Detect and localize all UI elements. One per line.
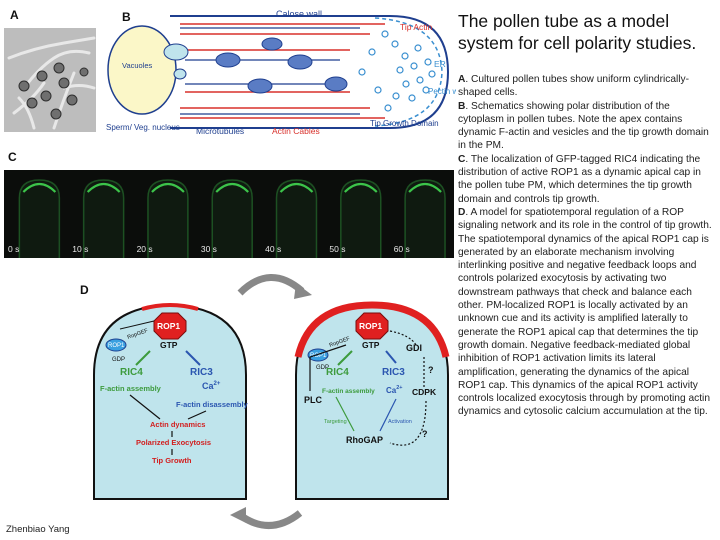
figure-description: A. Cultured pollen tubes show uniform cy… — [458, 73, 716, 419]
right-ric4-label: RIC4 — [326, 367, 349, 378]
veg-nucleus — [164, 44, 188, 60]
desc-paragraph-c: C. The localization of GFP-tagged RIC4 i… — [458, 153, 716, 206]
cycle-arrow-top — [240, 277, 302, 293]
right-rop1-label: ROP1 — [359, 321, 382, 331]
left-ric4-label: RIC4 — [120, 367, 143, 378]
right-rhogap-label: RhoGAP — [346, 435, 383, 445]
right-ric3-label: RIC3 — [382, 367, 405, 378]
panel-d-model: ROP1 GTP ROP1 GDP RopGEF RIC4 RIC3 F-act… — [90, 265, 458, 540]
left-gdp-label: GDP — [112, 357, 125, 363]
desc-paragraph-d: D. A model for spatiotemporal regulation… — [458, 206, 716, 419]
frame-timestamp: 0 s — [8, 244, 19, 254]
tip-growth-domain-label: Tip Growth Domain — [370, 119, 439, 128]
right-plc-label: PLC — [304, 395, 323, 405]
cycle-arrow-bottom — [240, 513, 300, 526]
right-gtp-label: GTP — [362, 340, 380, 350]
frame-1: 10 s — [72, 180, 123, 258]
frame-tube — [19, 180, 59, 258]
panel-letter-a: A — [10, 8, 19, 22]
frame-5: 50 s — [329, 180, 380, 258]
right-cdpk-label: CDPK — [412, 387, 437, 397]
frame-3: 30 s — [201, 180, 252, 258]
tip-actin-label: Tip Actin — [400, 22, 433, 32]
desc-paragraph-b: B. Schematics showing polar distribution… — [458, 100, 716, 153]
er-label: ER — [434, 59, 446, 69]
vacuole — [108, 26, 176, 114]
right-question-1: ? — [428, 365, 434, 375]
microtubules-label: Microtubules — [196, 126, 244, 136]
panel-c-frames: 0 s 10 s 20 s 30 s 40 s 50 s 60 s — [4, 170, 454, 258]
left-factin-disassembly-label: F-actin disassembly — [176, 400, 249, 409]
left-actin-dynamics-label: Actin dynamics — [150, 420, 205, 429]
frame-tube — [405, 180, 445, 258]
frame-timestamp: 20 s — [137, 244, 153, 254]
calose-wall-label: Calose wall — [276, 9, 322, 19]
desc-paragraph-a: A. Cultured pollen tubes show uniform cy… — [458, 73, 716, 100]
pectin-label-line: Pectin wall — [428, 87, 456, 96]
right-question-2: ? — [422, 429, 428, 439]
frame-0: 0 s — [8, 180, 59, 258]
panel-letter-d: D — [80, 283, 89, 297]
cycle-arrow-bottom-head — [230, 507, 246, 523]
frame-tube — [84, 180, 124, 258]
panel-b-schematic: Vacuoles Calose wall Tip Actin ER Pectin… — [100, 4, 456, 150]
left-ric3-label: RIC3 — [190, 367, 213, 378]
frame-2: 20 s — [137, 180, 188, 258]
left-rop1-label: ROP1 — [157, 321, 180, 331]
frame-6: 60 s — [394, 180, 445, 258]
left-factin-assembly-label: F-actin assembly — [100, 384, 162, 393]
frame-timestamp: 30 s — [201, 244, 217, 254]
sperm-label: Sperm/ Veg. nucleus — [106, 123, 180, 132]
author-credit: Zhenbiao Yang — [6, 524, 70, 535]
frame-timestamp: 40 s — [265, 244, 281, 254]
left-gtp-label: GTP — [160, 340, 178, 350]
frame-4: 40 s — [265, 180, 316, 258]
cycle-arrow-top-head — [294, 283, 312, 299]
right-targeting-label: Targeting — [324, 419, 347, 425]
frame-timestamp: 60 s — [394, 244, 410, 254]
left-polarized-exocytosis-label: Polarized Exocytosis — [136, 438, 211, 447]
frame-tube — [341, 180, 381, 258]
actin-cables-label: Actin Cables — [272, 126, 320, 136]
frame-timestamp: 10 s — [72, 244, 88, 254]
frame-tube — [148, 180, 188, 258]
right-factin-assembly-label: F-actin assembly — [322, 388, 375, 395]
vacuole-label: Vacuoles — [122, 61, 153, 70]
sperm-cell — [174, 69, 186, 79]
tube-outline — [170, 16, 448, 128]
left-tip-growth-label: Tip Growth — [152, 456, 192, 465]
panel-a-micrograph — [4, 28, 96, 132]
page-title: The pollen tube as a model system for ce… — [458, 10, 710, 54]
frame-tube — [277, 180, 317, 258]
panel-letter-c: C — [8, 150, 17, 164]
pollen-tube-photo — [4, 28, 96, 132]
panel-c-timeseries: 0 s 10 s 20 s 30 s 40 s 50 s 60 s — [4, 170, 454, 258]
frame-tube — [212, 180, 252, 258]
pectin-wall-label: Pectin wall — [428, 87, 456, 96]
right-activation-label: Activation — [388, 419, 412, 425]
left-rop1-gdp-label: ROP1 — [108, 343, 125, 349]
right-gdi-label: GDI — [406, 343, 422, 353]
frame-timestamp: 50 s — [329, 244, 345, 254]
